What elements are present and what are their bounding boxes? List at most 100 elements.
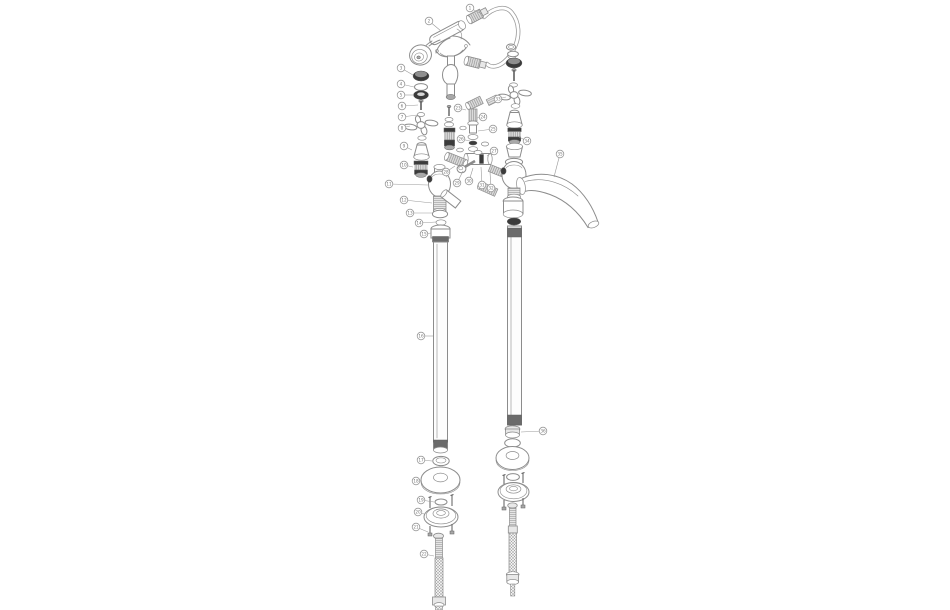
left-gasket [434, 498, 448, 506]
diverter-screw [444, 105, 454, 128]
callout-balloon [488, 124, 498, 134]
callout-number: 33 [495, 97, 501, 102]
callout-balloon [478, 112, 488, 122]
right-gasket [506, 473, 520, 481]
right-flexible-tail [505, 502, 520, 597]
callout-balloon [464, 176, 474, 186]
left-standpipe [433, 241, 448, 454]
callout-number: 34 [524, 139, 530, 144]
callout-balloon [419, 229, 429, 239]
callout-number: 31 [479, 183, 485, 188]
callout-number: 36 [540, 429, 546, 434]
callout-balloon [416, 455, 426, 465]
callout-number: 15 [421, 232, 427, 237]
left-seal-washer [432, 455, 450, 467]
callout-number: 28 [443, 170, 449, 175]
left-flexible-tail [432, 537, 446, 610]
callout-balloon [396, 63, 406, 73]
callout-balloon [414, 218, 424, 228]
right-bonnet [506, 109, 523, 129]
callout-balloon [399, 141, 409, 151]
right-leg-collar [502, 196, 524, 226]
callout-number: 17 [418, 458, 424, 463]
right-cross-handle [497, 85, 532, 106]
callout-number: 7 [401, 115, 404, 120]
shower-hose [481, 5, 521, 69]
callout-balloon [486, 183, 496, 193]
callout-balloon [416, 331, 426, 341]
callout-leader [403, 199, 433, 204]
callout-number: 29 [454, 181, 460, 186]
callout-number: 12 [401, 198, 407, 203]
callout-number: 22 [421, 552, 427, 557]
callout-balloon [456, 134, 466, 144]
callout-number: 32 [488, 186, 494, 191]
callout-number: 19 [418, 498, 424, 503]
right-cover-flange [495, 446, 530, 471]
callout-balloon [493, 94, 503, 104]
callout-number: 8 [401, 126, 404, 131]
callout-balloon [399, 160, 409, 170]
callout-balloon [555, 149, 565, 159]
callout-number: 26 [458, 137, 464, 142]
callout-number: 25 [490, 127, 496, 132]
callout-balloon [538, 426, 548, 436]
cluster-ring-c [459, 125, 467, 131]
left-cover-flange [420, 466, 461, 495]
callout-balloon [384, 179, 394, 189]
diverter-cartridge [443, 127, 456, 151]
callout-number: 13 [407, 211, 413, 216]
callout-balloon [411, 522, 421, 532]
callout-number: 24 [480, 115, 486, 120]
callout-number: 9 [403, 144, 406, 149]
left-handle-cap [412, 70, 430, 82]
callout-balloon [411, 476, 421, 486]
callout-balloon [419, 549, 429, 559]
callout-number: 30 [466, 179, 472, 184]
right-fixing-screw [511, 68, 517, 81]
callout-balloon [396, 90, 406, 100]
cluster-ring-b [481, 141, 489, 147]
callout-balloon [416, 495, 426, 505]
bath-spout [516, 173, 600, 229]
left-mounting-plate [423, 494, 459, 537]
callout-number: 10 [401, 163, 407, 168]
callout-number: 11 [386, 182, 392, 187]
left-washer [417, 112, 425, 117]
callout-balloon [397, 112, 407, 122]
callout-number: 35 [557, 152, 563, 157]
callout-number: 14 [416, 221, 422, 226]
left-gland-ring [413, 90, 429, 100]
callout-balloon [424, 16, 434, 26]
callout-number: 6 [401, 104, 404, 109]
right-handle-washer [510, 103, 521, 109]
callout-number: 1 [469, 6, 472, 11]
callout-number: 23 [455, 106, 461, 111]
right-top-washer [507, 50, 519, 58]
callout-number: 18 [413, 479, 419, 484]
callout-balloon [397, 123, 407, 133]
callout-balloon [397, 101, 407, 111]
left-ring-washer [414, 83, 428, 91]
right-bonnet-cone [505, 142, 524, 158]
callout-leader [388, 183, 429, 186]
left-oval-washer [431, 209, 449, 219]
right-locknut [504, 425, 521, 439]
callout-balloon [452, 178, 462, 188]
callout-balloon [522, 136, 532, 146]
callout-number: 16 [418, 334, 424, 339]
hose-inlet-union [465, 95, 484, 111]
left-leg-collar [430, 224, 451, 243]
tee-union [463, 150, 493, 165]
right-mounting-plate [497, 472, 530, 511]
left-small-oval [435, 219, 447, 226]
left-cross-handle [403, 115, 439, 136]
callout-number: 2 [428, 19, 431, 24]
callout-number: 4 [400, 82, 403, 87]
shower-handset [409, 20, 466, 66]
left-fixing-screw [418, 99, 424, 110]
callout-balloon [399, 195, 409, 205]
diverter-knob [456, 159, 476, 174]
